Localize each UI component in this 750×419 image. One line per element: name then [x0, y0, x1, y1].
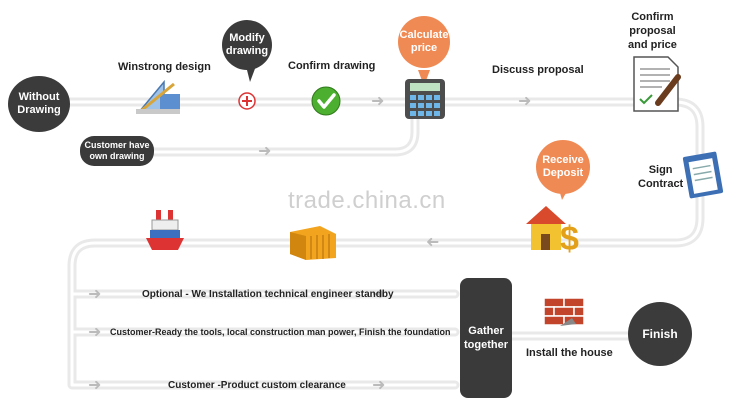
arrow-icon: ➜	[88, 377, 102, 394]
ship-icon	[146, 210, 184, 250]
without-drawing-node: Without Drawing	[8, 76, 70, 132]
house-money-icon: $	[526, 206, 579, 256]
clipboard-icon	[682, 151, 724, 199]
watermark: trade.china.cn	[288, 187, 446, 214]
sign-contract-label: Sign Contract	[638, 164, 684, 190]
contract-icon	[633, 56, 681, 112]
bricks-icon	[543, 297, 585, 326]
confirm-drawing-label: Confirm drawing	[288, 60, 376, 72]
arrow-icon: ➜	[372, 377, 386, 394]
arrow-icon: ➜	[518, 93, 532, 110]
discuss-proposal-label: Discuss proposal	[492, 64, 584, 76]
finish-node: Finish	[628, 302, 692, 366]
arrow-icon: ➜	[88, 286, 102, 303]
arrow-icon: ➜	[371, 93, 385, 110]
optional-lane-label: Optional - We Installation technical eng…	[142, 289, 394, 300]
container-icon	[290, 226, 336, 260]
install-house-label: Install the house	[526, 347, 613, 359]
confirm-proposal-label: Confirm proposal and price	[628, 11, 677, 51]
plus-icon	[238, 92, 256, 110]
receive-deposit-node: Receive Deposit	[536, 140, 590, 194]
winstrong-design-label: Winstrong design	[118, 61, 211, 73]
check-icon	[311, 86, 341, 116]
customer-clearance-lane-label: Customer -Product custom clearance	[168, 380, 346, 391]
customer-ready-lane-label: Customer-Ready the tools, local construc…	[110, 327, 451, 337]
calculator-icon	[405, 79, 445, 119]
arrow-icon: ➜	[426, 234, 440, 251]
modify-drawing-node: Modify drawing	[222, 20, 272, 70]
svg-text:$: $	[560, 220, 579, 256]
arrow-icon: ➜	[258, 143, 272, 160]
customer-own-drawing-node: Customer have own drawing	[80, 136, 154, 166]
calculate-price-node: Calculate price	[398, 16, 450, 68]
gather-together-node: Gather together	[460, 278, 512, 398]
arrow-icon: ➜	[88, 324, 102, 341]
design-tools-icon	[136, 79, 180, 114]
arrow-icon: ➜	[372, 286, 386, 303]
